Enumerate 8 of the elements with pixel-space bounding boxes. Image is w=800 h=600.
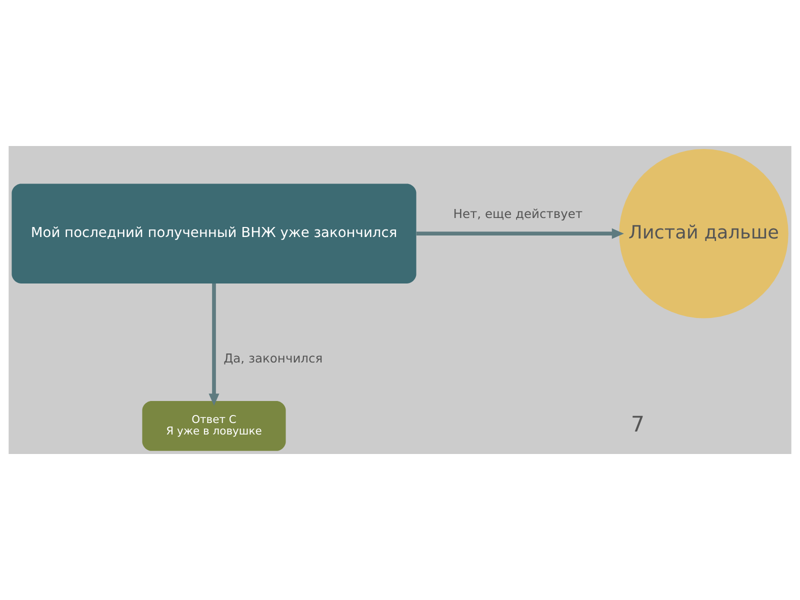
label: 7 (630, 412, 645, 438)
edge-label: Да, закончился (224, 351, 323, 366)
arrow (208, 284, 220, 406)
arrow (416, 228, 624, 239)
node-box: Ответ С Я уже в ловушке (142, 401, 286, 451)
edge-label: Нет, еще действует (453, 207, 583, 222)
node-circle: Листай дальше (619, 148, 788, 318)
node-box: Мой последний полученный ВНЖ уже закончился (12, 184, 416, 284)
